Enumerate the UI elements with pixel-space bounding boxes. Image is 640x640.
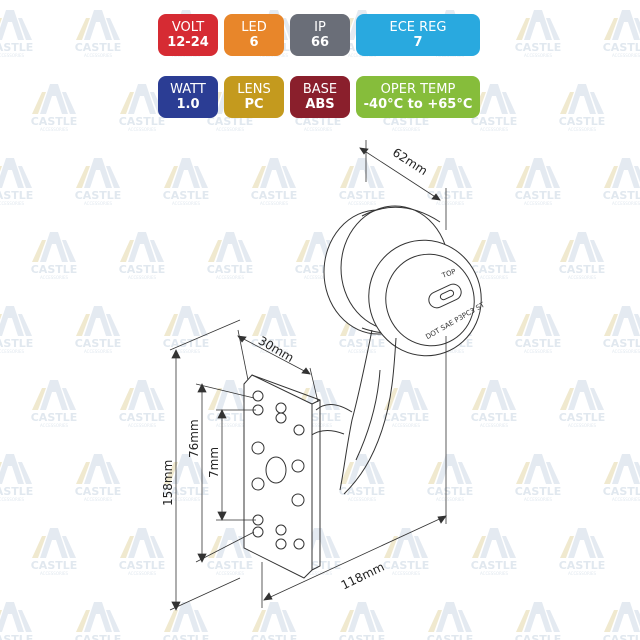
mount-hole: [252, 526, 264, 538]
mount-hole: [252, 390, 264, 402]
badge-ece-value: 7: [413, 35, 423, 50]
mount-hole: [291, 493, 305, 507]
dim-30mm: 30mm: [256, 333, 296, 364]
badge-ece: ECE REG 7: [356, 14, 480, 56]
dim-118mm: 118mm: [339, 560, 387, 593]
badge-watt-value: 1.0: [176, 97, 200, 112]
badge-volt-label: VOLT: [171, 20, 205, 35]
mounting-plate: [243, 374, 321, 579]
badge-base: BASE ABS: [290, 76, 350, 118]
badge-lens: LENS PC: [224, 76, 284, 118]
mount-hole: [275, 538, 287, 550]
lamp-head: [323, 205, 482, 357]
dim-158mm: 158mm: [161, 460, 175, 506]
badge-ece-label: ECE REG: [389, 20, 447, 35]
badge-temp-value: -40°C to +65°C: [363, 97, 473, 112]
badge-volt: VOLT 12-24: [158, 14, 218, 56]
badge-led-value: 6: [249, 35, 259, 50]
badge-ip: IP 66: [290, 14, 350, 56]
mount-hole: [275, 524, 287, 536]
mount-hole: [293, 424, 305, 436]
badge-lens-value: PC: [244, 97, 264, 112]
badge-led: LED 6: [224, 14, 284, 56]
badge-ip-label: IP: [314, 20, 326, 35]
dim-7mm: 7mm: [207, 447, 221, 478]
mount-hole: [251, 477, 265, 491]
mount-hole: [293, 538, 305, 550]
mount-hole: [251, 441, 265, 455]
badge-ip-value: 66: [310, 35, 330, 50]
dim-76mm: 76mm: [187, 419, 201, 458]
badge-base-value: ABS: [305, 97, 335, 112]
mount-hole: [291, 459, 305, 473]
badge-watt: WATT 1.0: [158, 76, 218, 118]
badge-volt-value: 12-24: [167, 35, 209, 50]
badge-base-label: BASE: [302, 82, 338, 97]
lamp-arm: [309, 329, 397, 495]
dim-62mm: 62mm: [390, 145, 430, 178]
cable-hole: [265, 456, 287, 484]
badge-oper-temp: OPER TEMP -40°C to +65°C: [356, 76, 480, 118]
badge-watt-label: WATT: [170, 82, 206, 97]
badge-temp-label: OPER TEMP: [380, 82, 456, 97]
mount-hole: [275, 412, 287, 424]
badge-lens-label: LENS: [237, 82, 271, 97]
lens-oval: [428, 283, 462, 309]
badge-led-label: LED: [241, 20, 267, 35]
